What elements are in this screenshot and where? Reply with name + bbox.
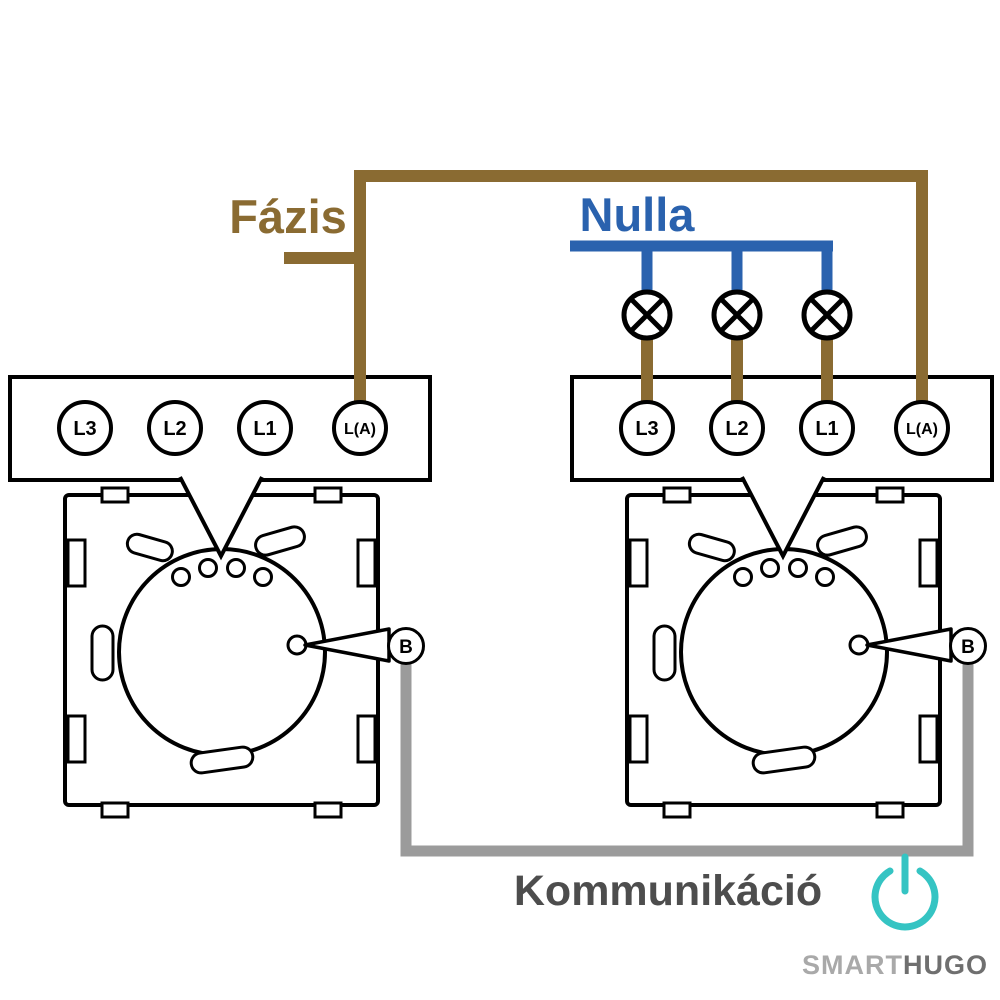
- brand-logo-text: SMARTHUGO: [802, 950, 988, 980]
- lamp-symbol: [621, 289, 673, 341]
- terminal-label: L3: [635, 418, 658, 440]
- terminal-label: L2: [725, 418, 748, 440]
- lamp-feed-wires: [641, 338, 833, 406]
- comm-terminal-label: B: [399, 637, 413, 658]
- neutral-wire: [570, 240, 833, 294]
- terminal-l3-left: [57, 400, 113, 456]
- lamp-cross-icon: [629, 297, 665, 333]
- lamp-symbol: [711, 289, 763, 341]
- comm-terminal-right: [949, 627, 987, 665]
- lamp-cross-icon: [809, 297, 845, 333]
- comm-terminal-label: B: [961, 637, 975, 658]
- terminal-l3-right: [619, 400, 675, 456]
- terminal-label: L(A): [344, 421, 376, 438]
- lamp-cross-icon: [719, 297, 755, 333]
- terminal-la-right: [894, 400, 950, 456]
- terminal-la-left: [332, 400, 388, 456]
- brand-logo-hugo: HUGO: [903, 950, 988, 980]
- terminal-label: L3: [73, 418, 96, 440]
- terminal-l1-left: [237, 400, 293, 456]
- comm-terminal-left: [387, 627, 425, 665]
- power-icon: [871, 853, 939, 931]
- terminal-label: L1: [253, 418, 276, 440]
- terminal-label: L2: [163, 418, 186, 440]
- brand-logo-smart: SMART: [802, 950, 903, 980]
- terminal-label: L1: [815, 418, 838, 440]
- terminal-l1-right: [799, 400, 855, 456]
- lamp-symbol: [801, 289, 853, 341]
- terminal-l2-left: [147, 400, 203, 456]
- terminal-l2-right: [709, 400, 765, 456]
- neutral-label: Nulla: [580, 188, 696, 241]
- communication-wire: [400, 664, 974, 857]
- phase-wire: [284, 170, 928, 404]
- communication-label: Kommunikáció: [514, 867, 822, 915]
- switch-module-right: [625, 475, 953, 819]
- terminal-label: L(A): [906, 421, 938, 438]
- switch-module-left: [63, 475, 391, 819]
- phase-label: Fázis: [229, 190, 347, 243]
